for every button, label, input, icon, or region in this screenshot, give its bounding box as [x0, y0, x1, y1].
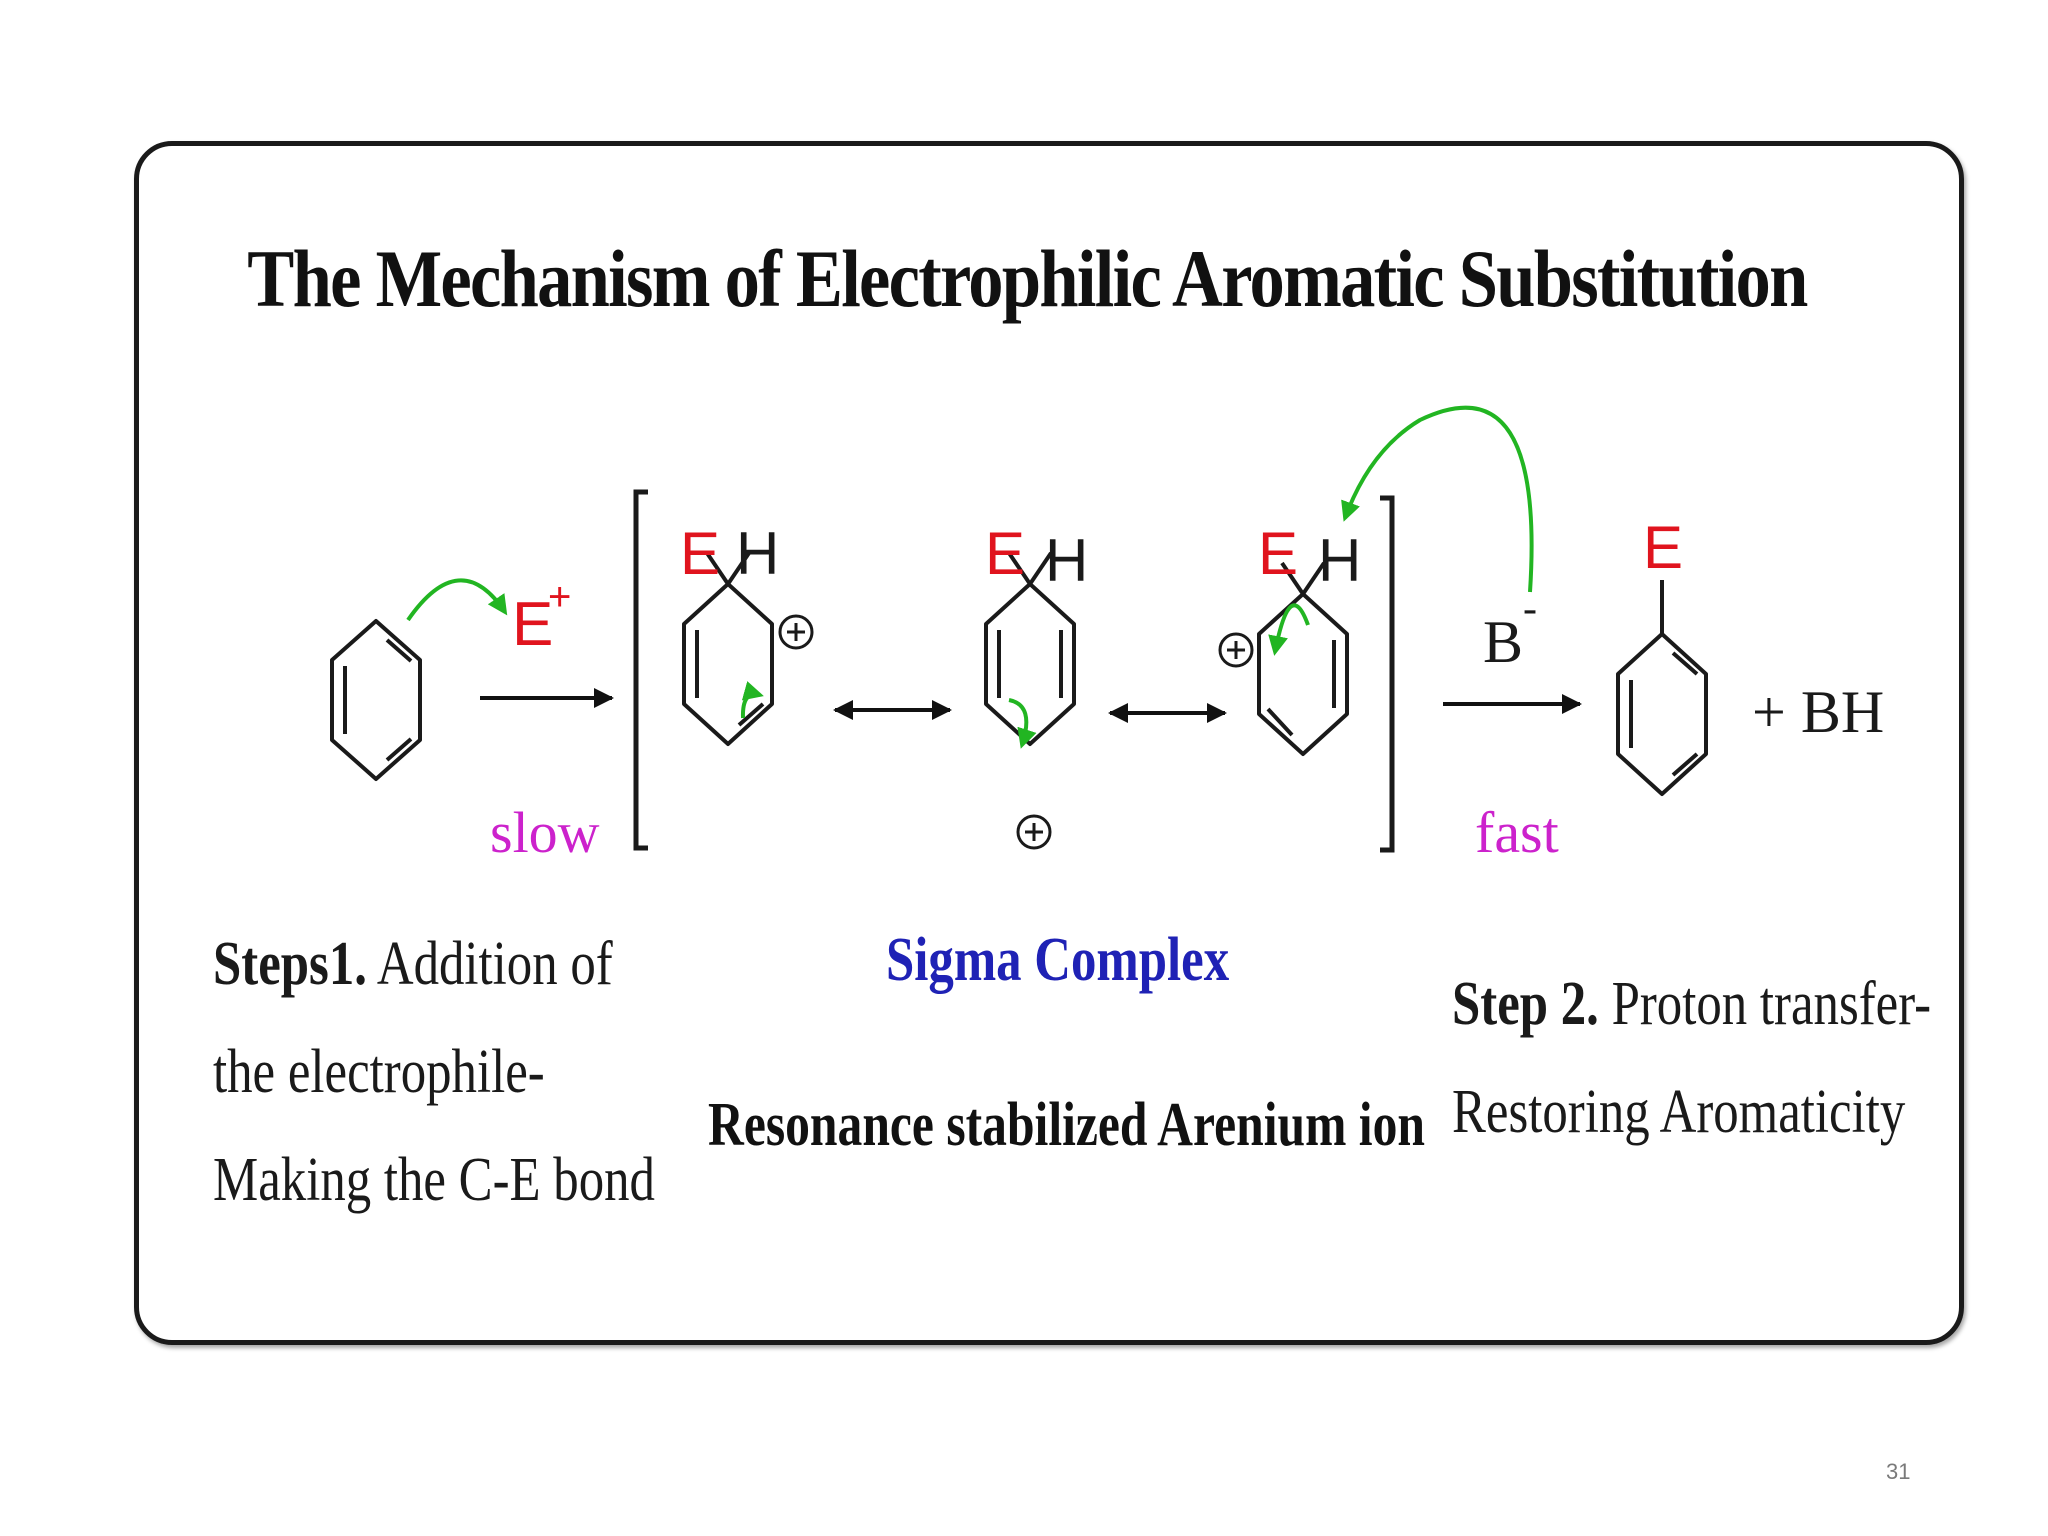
slide-title: The Mechanism of Electrophilic Aromatic … [247, 233, 1808, 324]
curved-arrow-icon [1268, 603, 1310, 656]
substituent-h-1: H [736, 520, 779, 587]
curved-arrow-icon [1341, 405, 1534, 593]
arenium-ion-label: Resonance stabilized Arenium ion [708, 1091, 1425, 1159]
content-frame [134, 141, 1964, 1345]
step1-caption: Steps1. Addition of the electrophile- Ma… [213, 910, 655, 1234]
substituent-e-1: E [680, 520, 720, 587]
right-bracket [1380, 495, 1395, 853]
positive-charge-icon [1218, 632, 1254, 668]
benzene-reactant [330, 619, 422, 781]
substituent-e-3: E [1258, 520, 1298, 587]
base-charge: - [1523, 586, 1537, 632]
sigma-complex-label: Sigma Complex [886, 926, 1230, 994]
electrophile-charge: + [548, 575, 571, 619]
substituted-benzene-product [1616, 580, 1708, 796]
base-label: B [1483, 609, 1523, 675]
step2-heading: Step 2. [1452, 970, 1599, 1038]
step1-line-1: Steps1. Addition of [213, 910, 655, 1018]
fast-label: fast [1475, 800, 1559, 865]
step2-line-1: Step 2. Proton transfer- [1452, 950, 1931, 1058]
byproduct-label: + BH [1752, 679, 1884, 745]
arenium-structure-1 [682, 551, 774, 746]
arenium-structure-3 [1257, 561, 1349, 756]
step2-line-2: Restoring Aromaticity [1452, 1078, 1906, 1146]
step2-caption: Step 2. Proton transfer- Restoring Aroma… [1452, 950, 1931, 1166]
left-bracket [633, 489, 648, 851]
substituent-h-3: H [1318, 527, 1361, 594]
electrophile-label: E [512, 590, 553, 659]
step1-line-2: the electrophile- [213, 1038, 545, 1106]
curved-arrow-icon [1008, 698, 1037, 749]
positive-charge-icon [778, 614, 814, 650]
slow-label: slow [490, 800, 600, 865]
step2-line-1-text: Proton transfer- [1598, 970, 1932, 1038]
curved-arrow-icon [406, 578, 508, 622]
curved-arrow-icon [740, 681, 764, 719]
page-number: 31 [1886, 1459, 1911, 1484]
product-substituent-e: E [1643, 514, 1683, 581]
step1-line-3: Making the C-E bond [213, 1146, 655, 1214]
substituent-e-2: E [985, 520, 1025, 587]
substituent-h-2: H [1045, 527, 1088, 594]
step1-line-1-text: Addition of [366, 930, 613, 998]
positive-charge-icon [1016, 814, 1052, 850]
step1-heading: Steps1. [213, 930, 367, 998]
